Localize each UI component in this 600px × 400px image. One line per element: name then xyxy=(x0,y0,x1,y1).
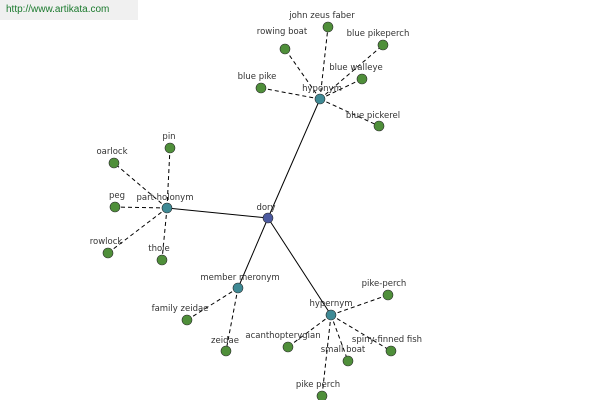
label-blue-pickerel: blue pickerel xyxy=(346,111,400,121)
node-blue-pikeperch[interactable] xyxy=(377,39,389,51)
node-thole[interactable] xyxy=(156,254,168,266)
node-rowing-boat[interactable] xyxy=(279,43,291,55)
node-blue-pickerel[interactable] xyxy=(373,120,385,132)
node-family-zeidae[interactable] xyxy=(181,314,193,326)
nodes-layer xyxy=(102,21,397,400)
node-blue-walleye[interactable] xyxy=(356,73,368,85)
label-acanthopterygian: acanthopterygian xyxy=(245,331,320,341)
edge-hypernym-spiny-finned-fish xyxy=(330,314,392,352)
node-john-zeus-faber[interactable] xyxy=(322,21,334,33)
label-blue-pikeperch: blue pikeperch xyxy=(347,29,410,39)
node-part-holonym[interactable] xyxy=(161,202,173,214)
watermark-url: http://www.artikata.com xyxy=(6,4,110,15)
edge-part-holonym-thole xyxy=(161,207,168,261)
label-hypernym: hypernym xyxy=(309,299,352,309)
edge-hyponym-blue-pike xyxy=(260,87,321,100)
node-pike-perch[interactable] xyxy=(382,289,394,301)
node-hypernym[interactable] xyxy=(325,309,337,321)
node-member-meronym[interactable] xyxy=(232,282,244,294)
label-spiny-finned-fish: spiny-finned fish xyxy=(352,335,422,345)
edge-hypernym-small-boat xyxy=(330,314,349,362)
label-family-zeidae: family zeidae xyxy=(152,304,209,314)
node-oarlock[interactable] xyxy=(108,157,120,169)
label-zeidae: zeidae xyxy=(211,336,239,346)
label-oarlock: oarlock xyxy=(96,147,127,157)
edge-part-holonym-rowlock xyxy=(107,207,168,254)
node-pin[interactable] xyxy=(164,142,176,154)
node-small-boat[interactable] xyxy=(342,355,354,367)
node-spiny-finned-fish[interactable] xyxy=(385,345,397,357)
label-john-zeus-faber: john zeus faber xyxy=(288,11,355,21)
label-pike-perch: pike-perch xyxy=(362,279,407,289)
label-part-holonym: part holonym xyxy=(137,193,194,203)
edge-root-part-holonym xyxy=(166,207,269,219)
url-banner: http://www.artikata.com xyxy=(0,0,138,20)
edge-hyponym-john-zeus-faber xyxy=(319,26,329,100)
label-pike-perch: pike perch xyxy=(296,380,340,390)
node-pike-perch[interactable] xyxy=(316,390,328,400)
edge-hyponym-blue-pickerel xyxy=(319,98,380,127)
edge-part-holonym-oarlock xyxy=(113,162,168,209)
label-rowlock: rowlock xyxy=(90,237,123,247)
edge-hyponym-rowing-boat xyxy=(284,48,321,100)
node-peg[interactable] xyxy=(109,201,121,213)
label-rowing-boat: rowing boat xyxy=(257,27,308,37)
node-hyponym[interactable] xyxy=(314,93,326,105)
label-blue-walleye: blue walleye xyxy=(329,63,382,73)
label-thole: thole xyxy=(148,244,170,254)
edge-member-meronym-zeidae xyxy=(225,287,239,352)
node-rowlock[interactable] xyxy=(102,247,114,259)
label-pin: pin xyxy=(162,132,175,142)
edge-hyponym-blue-walleye xyxy=(319,78,363,100)
edge-hypernym-acanthopterygian xyxy=(287,314,332,348)
edge-part-holonym-pin xyxy=(166,147,171,209)
edge-root-hypernym xyxy=(267,217,332,316)
label-peg: peg xyxy=(109,191,125,201)
edges-layer xyxy=(107,26,392,397)
node-dory[interactable] xyxy=(262,212,274,224)
label-dory: dory xyxy=(256,203,275,213)
node-blue-pike[interactable] xyxy=(255,82,267,94)
node-acanthopterygian[interactable] xyxy=(282,341,294,353)
edge-root-hyponym xyxy=(267,98,321,219)
label-hyponym: hyponym xyxy=(302,84,342,94)
edge-hypernym-pike-perch xyxy=(330,294,389,316)
node-zeidae[interactable] xyxy=(220,345,232,357)
edge-part-holonym-peg xyxy=(114,206,168,209)
labels-layer: dory hyponym rowing boat john zeus faber blu… xyxy=(90,11,422,390)
edge-member-meronym-family-zeidae xyxy=(186,287,239,321)
edge-root-member-meronym xyxy=(237,217,269,289)
label-small-boat: small boat xyxy=(321,345,366,355)
label-blue-pike: blue pike xyxy=(238,72,277,82)
label-member-meronym: member meronym xyxy=(200,273,279,283)
